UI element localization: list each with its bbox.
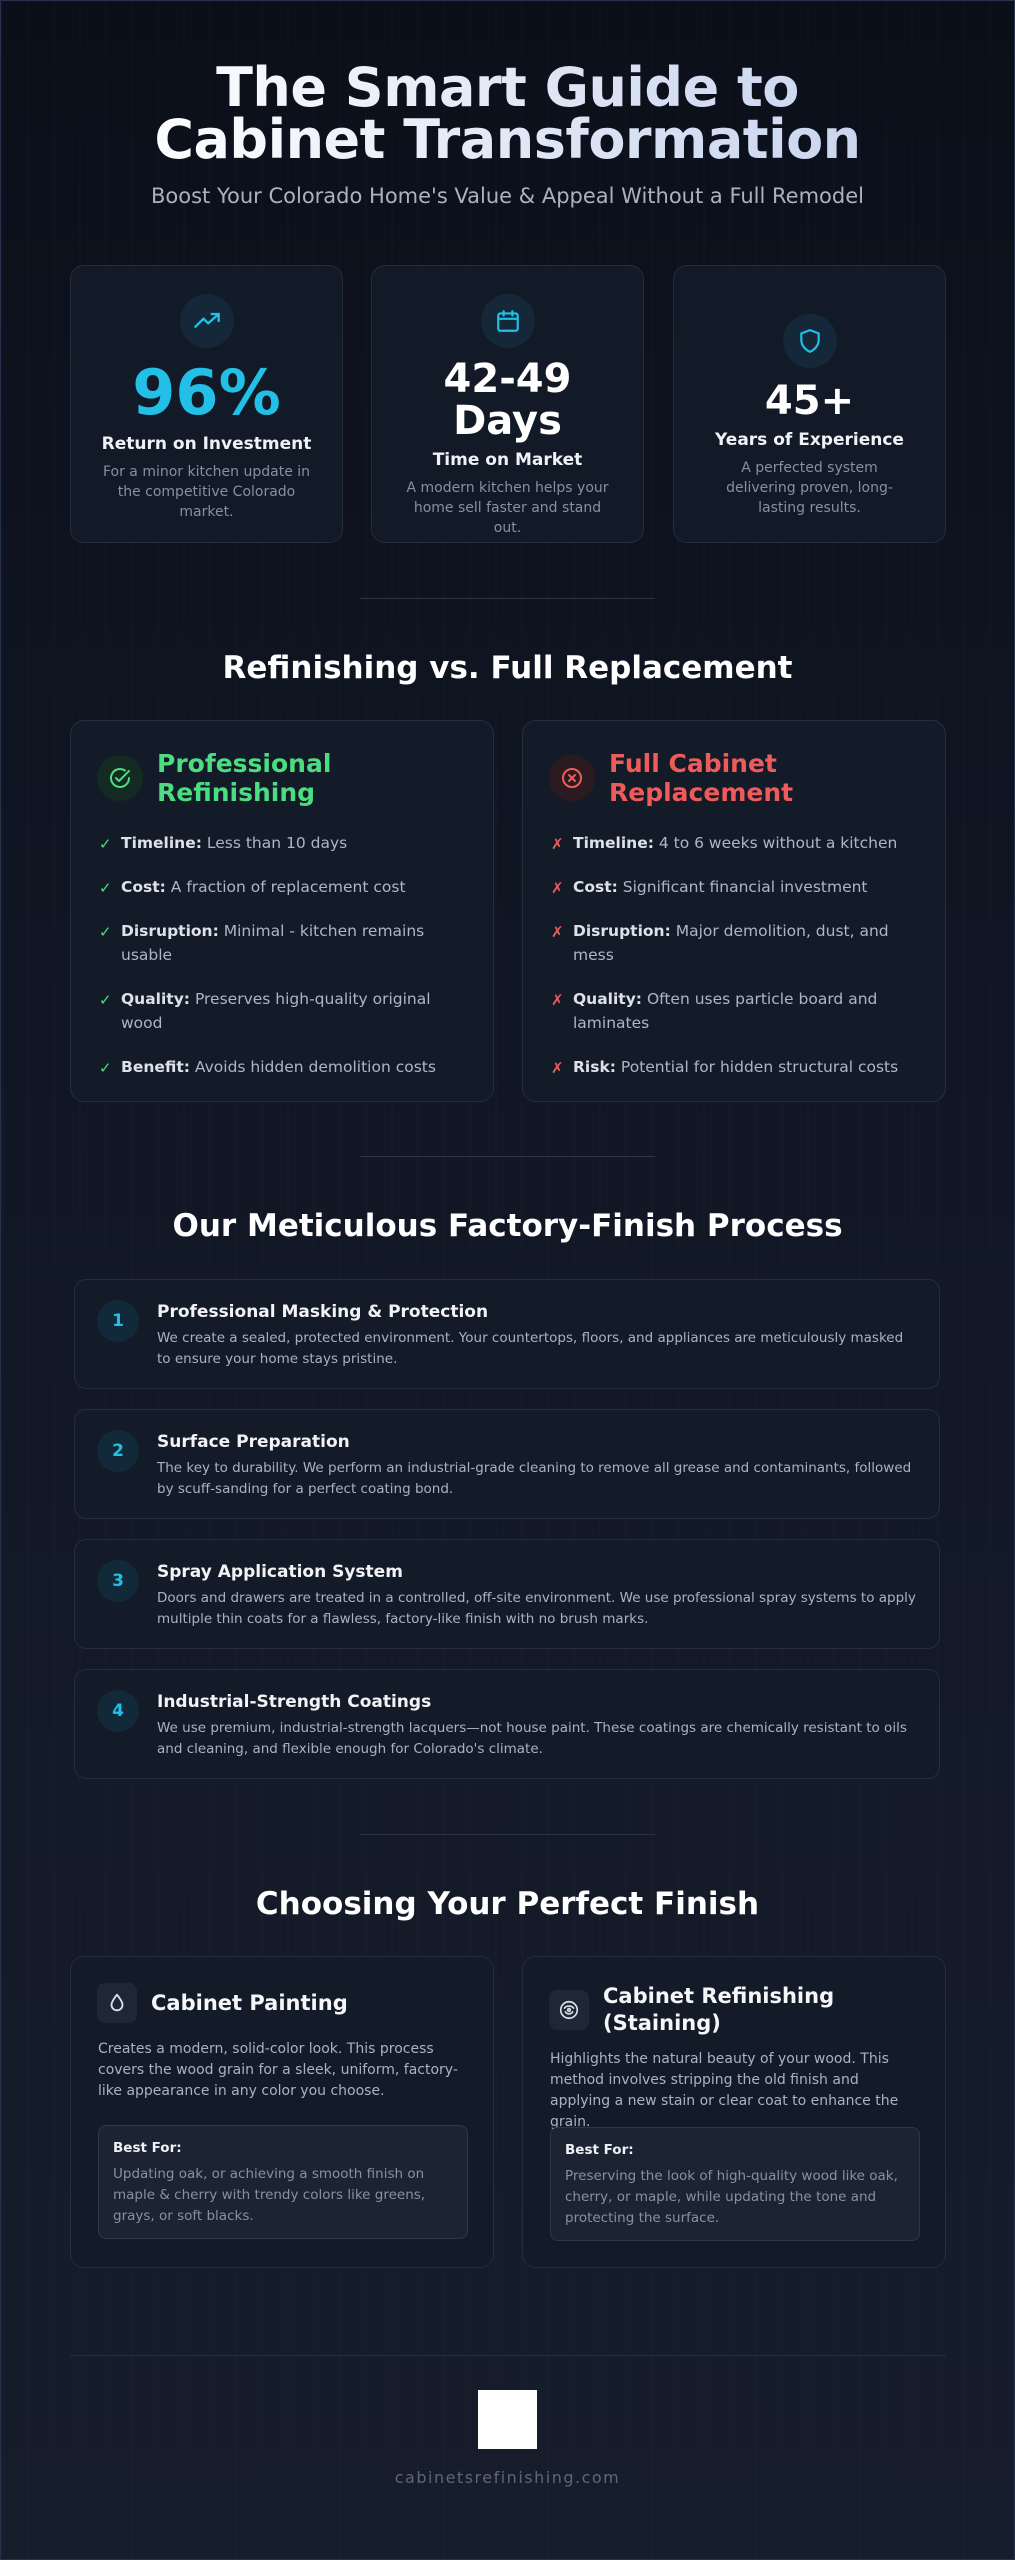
- step-title: Surface Preparation: [157, 1432, 350, 1452]
- trending-up-icon: [179, 294, 234, 348]
- wood-grain-icon: [549, 1990, 589, 2030]
- step-text: Doors and drawers are treated in a contr…: [157, 1590, 916, 1627]
- page-subtitle: Boost Your Colorado Home's Value & Appea…: [151, 184, 864, 208]
- step-number: 4: [97, 1690, 139, 1732]
- step-title: Industrial-Strength Coatings: [157, 1692, 432, 1712]
- paint-drop-icon: [97, 1983, 137, 2023]
- list-item: ✓Benefit: Avoids hidden demolition costs: [99, 1055, 469, 1079]
- footer-divider: [70, 2355, 946, 2356]
- best-for-text: Preserving the look of high-quality wood…: [565, 2168, 898, 2226]
- calendar-icon: [480, 294, 535, 348]
- check-icon: ✓: [99, 1059, 112, 1077]
- x-icon: ✗: [551, 991, 564, 1009]
- refinishing-title: Professional Refinishing: [157, 749, 332, 807]
- list-item: ✓Timeline: Less than 10 days: [99, 831, 469, 855]
- stat-card-experience: 45+ Years of Experience A perfected syst…: [673, 265, 946, 543]
- stat-label: Time on Market: [432, 450, 583, 470]
- x-icon: ✗: [551, 1059, 564, 1077]
- stat-label: Years of Experience: [715, 430, 904, 450]
- x-icon: ✗: [551, 835, 564, 853]
- staining-desc: Highlights the natural beauty of your wo…: [550, 2051, 899, 2130]
- x-icon: ✗: [551, 923, 564, 941]
- process-step-4: 4 Industrial-Strength Coatings We use pr…: [74, 1669, 940, 1779]
- replacement-list: ✗Timeline: 4 to 6 weeks without a kitche…: [551, 831, 921, 1099]
- replacement-card: Full Cabinet Replacement ✗Timeline: 4 to…: [522, 720, 946, 1102]
- check-icon: ✓: [99, 991, 112, 1009]
- painting-card: Cabinet Painting Creates a modern, solid…: [70, 1956, 494, 2268]
- step-number: 2: [97, 1430, 139, 1472]
- page-title: The Smart Guide to Cabinet Transformatio…: [128, 61, 888, 167]
- step-text: We use premium, industrial-strength lacq…: [157, 1720, 907, 1757]
- stat-card-roi: 96% Return on Investment For a minor kit…: [70, 265, 343, 543]
- painting-title: Cabinet Painting: [151, 1990, 348, 2015]
- step-text: The key to durability. We perform an ind…: [157, 1460, 912, 1497]
- list-item: ✓Disruption: Minimal - kitchen remains u…: [99, 922, 425, 964]
- best-for-label: Best For:: [113, 2140, 182, 2156]
- list-item: ✓Quality: Preserves high-quality origina…: [99, 990, 431, 1032]
- process-step-3: 3 Spray Application System Doors and dra…: [74, 1539, 940, 1649]
- list-item: ✗Risk: Potential for hidden structural c…: [551, 1055, 921, 1079]
- stat-desc: A perfected system delivering proven, lo…: [726, 460, 893, 516]
- list-item: ✗Timeline: 4 to 6 weeks without a kitche…: [551, 831, 921, 855]
- stat-label: Return on Investment: [101, 434, 312, 454]
- stats-row: 96% Return on Investment For a minor kit…: [70, 265, 946, 543]
- stat-value: 45+: [764, 378, 855, 424]
- process-step-2: 2 Surface Preparation The key to durabil…: [74, 1409, 940, 1519]
- list-item: ✗Quality: Often uses particle board and …: [551, 990, 878, 1032]
- staining-best-for: Best For: Preserving the look of high-qu…: [550, 2127, 920, 2241]
- finish-title: Choosing Your Perfect Finish: [255, 1886, 760, 1922]
- painting-desc: Creates a modern, solid-color look. This…: [98, 2041, 458, 2099]
- replacement-title: Full Cabinet Replacement: [609, 749, 794, 807]
- list-item: ✓Cost: A fraction of replacement cost: [99, 875, 469, 899]
- logo: [478, 2390, 537, 2449]
- section-divider: [360, 598, 655, 599]
- step-text: We create a sealed, protected environmen…: [157, 1330, 904, 1367]
- step-title: Spray Application System: [157, 1562, 403, 1582]
- staining-card: Cabinet Refinishing (Staining) Highlight…: [522, 1956, 946, 2268]
- footer-site-link[interactable]: cabinetsrefinishing.com: [394, 2468, 621, 2487]
- best-for-text: Updating oak, or achieving a smooth fini…: [113, 2166, 426, 2224]
- section-divider: [360, 1156, 655, 1157]
- stat-card-time-on-market: 42-49 Days Time on Market A modern kitch…: [371, 265, 644, 543]
- process-step-1: 1 Professional Masking & Protection We c…: [74, 1279, 940, 1389]
- x-circle-icon: [549, 755, 595, 801]
- refinishing-card: Professional Refinishing ✓Timeline: Less…: [70, 720, 494, 1102]
- stat-value: 96%: [132, 356, 281, 429]
- shield-icon: [782, 314, 837, 368]
- check-icon: ✓: [99, 835, 112, 853]
- comparison-title: Refinishing vs. Full Replacement: [222, 650, 793, 686]
- hero-section: The Smart Guide to Cabinet Transformatio…: [0, 61, 1015, 209]
- best-for-label: Best For:: [565, 2142, 634, 2158]
- list-item: ✗Disruption: Major demolition, dust, and…: [551, 922, 889, 964]
- stat-desc: A modern kitchen helps your home sell fa…: [406, 480, 609, 536]
- x-icon: ✗: [551, 879, 564, 897]
- step-number: 3: [97, 1560, 139, 1602]
- staining-title: Cabinet Refinishing (Staining): [603, 1984, 835, 2035]
- step-title: Professional Masking & Protection: [157, 1302, 489, 1322]
- step-number: 1: [97, 1300, 139, 1342]
- check-icon: ✓: [99, 923, 112, 941]
- list-item: ✗Cost: Significant financial investment: [551, 875, 921, 899]
- painting-best-for: Best For: Updating oak, or achieving a s…: [98, 2125, 468, 2239]
- check-circle-icon: [97, 755, 143, 801]
- process-title: Our Meticulous Factory-Finish Process: [172, 1208, 843, 1244]
- refinishing-list: ✓Timeline: Less than 10 days ✓Cost: A fr…: [99, 831, 469, 1099]
- stat-desc: For a minor kitchen update in the compet…: [102, 464, 311, 520]
- check-icon: ✓: [99, 879, 112, 897]
- stat-value: 42-49 Days: [443, 356, 572, 444]
- section-divider: [360, 1834, 655, 1835]
